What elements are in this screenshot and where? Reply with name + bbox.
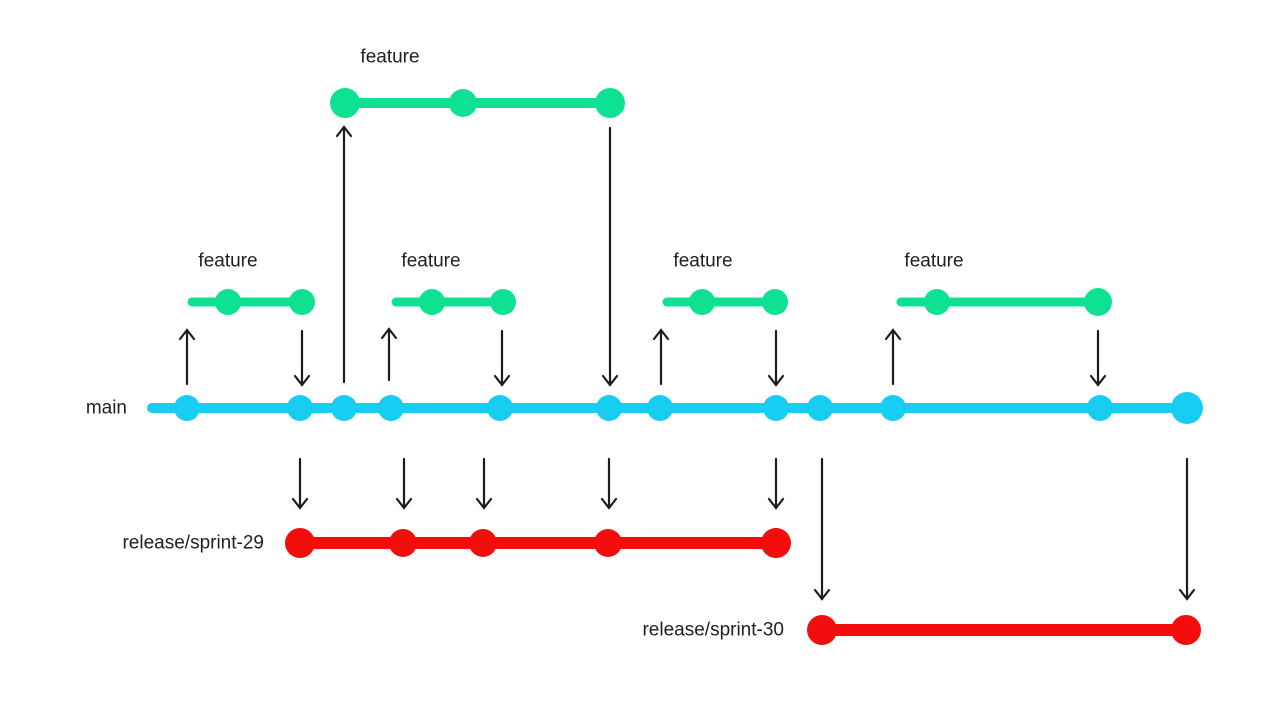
commit-dot-feature-1: [289, 289, 315, 315]
arrow-merge-in-feature-1: [293, 329, 311, 387]
commit-dot-main: [647, 395, 673, 421]
arrow-branch-out-feature-2: [380, 327, 398, 382]
commit-dot-main: [487, 395, 513, 421]
arrow-main-to-sprint29-5: [767, 457, 785, 510]
commit-dot-main: [331, 395, 357, 421]
commit-dot-feature-3: [762, 289, 788, 315]
commit-dot-feature-2: [490, 289, 516, 315]
commit-dot-release-sprint-29: [469, 529, 497, 557]
arrow-branch-out-feature-4: [884, 328, 902, 386]
arrow-main-to-sprint29-1: [291, 457, 309, 510]
commit-dot-main: [287, 395, 313, 421]
commit-dot-feature-2: [419, 289, 445, 315]
arrow-branch-out-feature-top: [335, 125, 353, 384]
branch-release-sprint-29: [285, 528, 791, 558]
commit-dot-main: [1087, 395, 1113, 421]
commit-dot-release-sprint-30: [1171, 615, 1201, 645]
commit-dot-feature-4: [924, 289, 950, 315]
arrow-merge-in-feature-top: [601, 126, 619, 387]
commit-dot-main: [763, 395, 789, 421]
commit-dot-feature-1: [215, 289, 241, 315]
arrow-main-to-sprint30-1: [813, 457, 831, 601]
commit-dot-main: [596, 395, 622, 421]
commit-dot-release-sprint-30: [807, 615, 837, 645]
arrow-main-to-sprint30-2: [1178, 457, 1196, 601]
branch-label-release-sprint-29: release/sprint-29: [122, 532, 264, 554]
branch-feature-4: [896, 288, 1112, 316]
branch-feature-3: [662, 289, 788, 315]
branch-label-main: main: [85, 397, 127, 419]
commit-dot-feature-top: [449, 89, 477, 117]
branch-label-feature-4: feature: [904, 250, 964, 272]
commit-dot-feature-3: [689, 289, 715, 315]
branch-label-release-sprint-30: release/sprint-30: [642, 619, 784, 641]
commit-dot-release-sprint-29: [285, 528, 315, 558]
commit-dot-release-sprint-29: [389, 529, 417, 557]
commit-dot-main: [880, 395, 906, 421]
arrow-main-to-sprint29-3: [475, 457, 493, 510]
arrow-main-to-sprint29-2: [395, 457, 413, 510]
commit-dot-feature-4: [1084, 288, 1112, 316]
branch-feature-1: [187, 289, 315, 315]
branch-feature-2: [391, 289, 516, 315]
branch-label-feature-1: feature: [198, 250, 258, 272]
commit-dot-feature-top: [595, 88, 625, 118]
arrow-branch-out-feature-3: [652, 328, 670, 386]
commit-dot-release-sprint-29: [761, 528, 791, 558]
commit-dot-main: [174, 395, 200, 421]
branch-main: [147, 392, 1203, 424]
commit-dot-feature-top: [330, 88, 360, 118]
commit-dot-release-sprint-29: [594, 529, 622, 557]
branch-label-feature-top: feature: [360, 46, 420, 68]
branch-label-feature-3: feature: [673, 250, 733, 272]
commit-dot-main: [1171, 392, 1203, 424]
branch-label-feature-2: feature: [401, 250, 461, 272]
arrow-main-to-sprint29-4: [600, 457, 618, 510]
arrow-merge-in-feature-4: [1089, 329, 1107, 387]
arrow-branch-out-feature-1: [178, 328, 196, 386]
commit-dot-main: [378, 395, 404, 421]
arrow-merge-in-feature-3: [767, 329, 785, 387]
commit-dot-main: [807, 395, 833, 421]
branch-release-sprint-30: [807, 615, 1201, 645]
branch-feature-top: [330, 88, 625, 118]
arrow-merge-in-feature-2: [493, 329, 511, 387]
